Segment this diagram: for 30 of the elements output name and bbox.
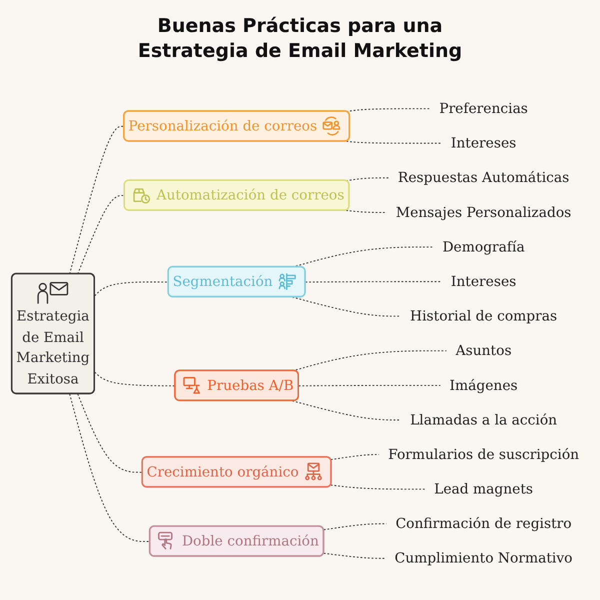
node-text: Imágenes bbox=[450, 377, 518, 394]
connector bbox=[346, 210, 388, 214]
node-text: Cumplimiento Normativo bbox=[394, 550, 572, 567]
node-text: Llamadas a la acción bbox=[410, 412, 558, 429]
connector bbox=[94, 282, 170, 297]
node-text: Demografía bbox=[442, 238, 525, 256]
connector bbox=[346, 141, 442, 144]
connector bbox=[323, 553, 386, 560]
connector bbox=[298, 385, 441, 387]
node-text: Asuntos bbox=[456, 342, 512, 360]
node-text: Mensajes Personalizados bbox=[396, 204, 572, 222]
connector bbox=[323, 524, 387, 531]
diagram-title: Buenas Prácticas para una Estrategia de Email Marketing bbox=[136, 14, 464, 64]
connector bbox=[77, 196, 126, 275]
connector bbox=[69, 126, 125, 275]
connector bbox=[94, 372, 176, 387]
connector bbox=[330, 485, 426, 490]
connector bbox=[69, 394, 151, 542]
node-text: Preferencias bbox=[439, 100, 528, 118]
node-text: Intereses bbox=[450, 135, 516, 152]
connector bbox=[77, 394, 144, 474]
node-text: Historial de compras bbox=[410, 308, 558, 325]
node-text: Lead magnets bbox=[434, 481, 534, 498]
connector bbox=[346, 178, 390, 182]
node-text: Respuestas Automáticas bbox=[398, 170, 570, 186]
node-text: Formularios de suscripción bbox=[388, 446, 580, 464]
node-text: Confirmación de registro bbox=[396, 516, 572, 532]
connector bbox=[305, 282, 442, 284]
node-text: Intereses bbox=[450, 274, 516, 290]
connector bbox=[330, 454, 380, 461]
